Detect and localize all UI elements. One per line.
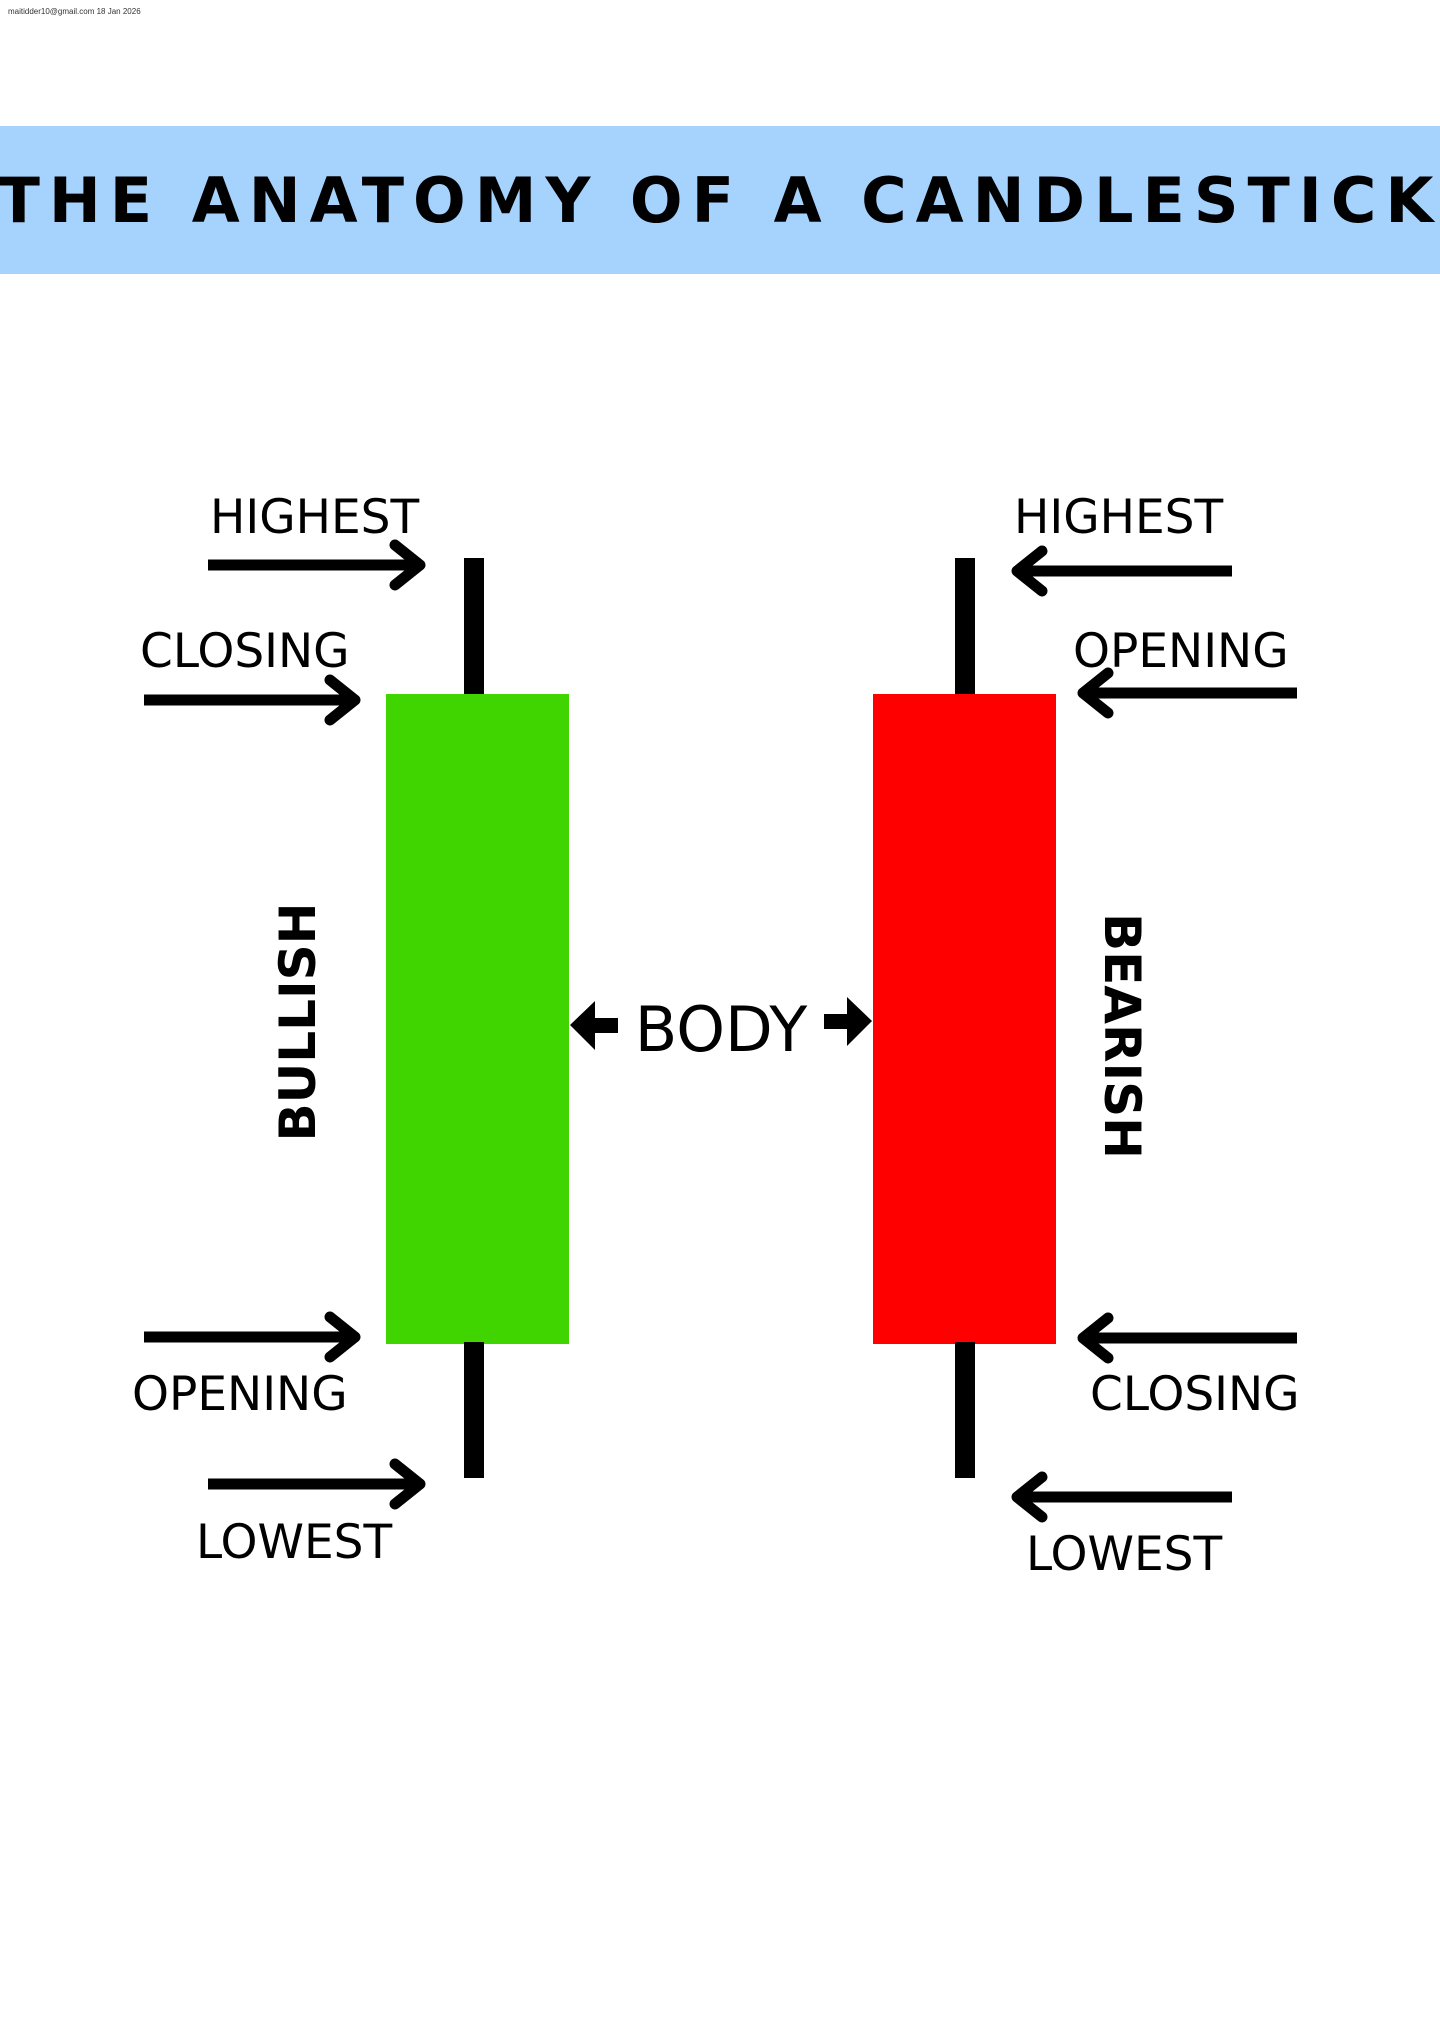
bearish-lowest-arrow-icon <box>1011 1471 1232 1523</box>
bearish-body <box>873 694 1056 1344</box>
bullish-highest-arrow-icon <box>208 539 426 591</box>
bearish-highest-label: HIGHEST <box>1014 490 1223 545</box>
bearish-lowest-label: LOWEST <box>1026 1527 1223 1582</box>
bearish-opening-arrow-icon <box>1077 667 1297 719</box>
bullish-lowest-arrow-icon <box>208 1458 426 1510</box>
bullish-closing-label: CLOSING <box>140 624 350 679</box>
bearish-closing-label: CLOSING <box>1090 1367 1300 1422</box>
bullish-candlestick <box>386 558 569 1478</box>
bullish-opening-arrow-icon <box>144 1311 361 1363</box>
page-title: THE ANATOMY OF A CANDLESTICK <box>0 163 1440 237</box>
bullish-opening-label: OPENING <box>132 1367 348 1422</box>
bullish-body <box>386 694 569 1344</box>
bearish-candlestick <box>873 558 1056 1478</box>
bullish-side-label: BULLISH <box>269 903 327 1142</box>
bullish-lowest-label: LOWEST <box>196 1515 393 1570</box>
bearish-closing-arrow-icon <box>1077 1312 1297 1364</box>
title-banner: THE ANATOMY OF A CANDLESTICK <box>0 126 1440 274</box>
document-watermark: maitidder10@gmail.com 18 Jan 2026 <box>8 7 141 16</box>
bullish-highest-label: HIGHEST <box>210 490 419 545</box>
body-right-arrow-icon <box>824 997 872 1046</box>
body-left-arrow-icon <box>570 1001 618 1050</box>
bearish-highest-arrow-icon <box>1011 545 1232 597</box>
bearish-side-label: BEARISH <box>1093 913 1151 1159</box>
body-label: BODY <box>635 993 808 1066</box>
bullish-closing-arrow-icon <box>144 674 361 726</box>
